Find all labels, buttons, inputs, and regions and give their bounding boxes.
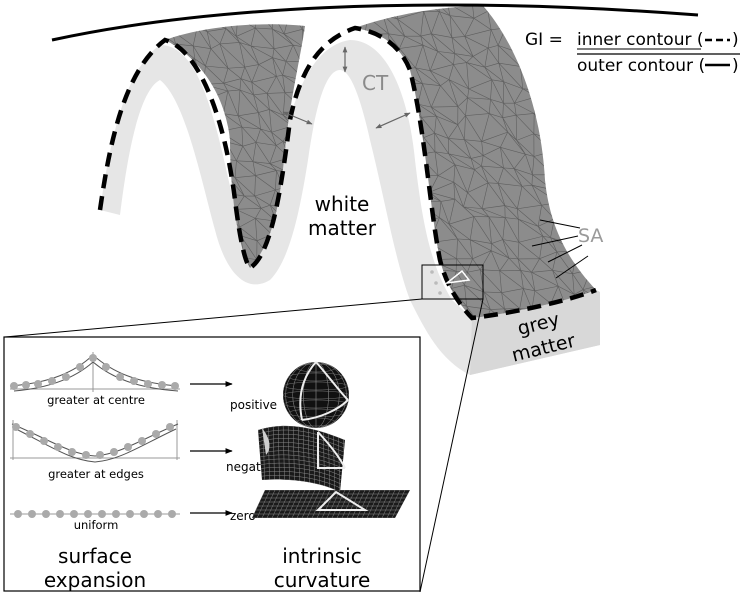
inset-panel: greater at centre greater at edges unifo… bbox=[3, 336, 421, 592]
white-matter-label-line1: white bbox=[315, 192, 370, 216]
gyrification-index-formula: GI = inner contour ( ) outer contour ( ) bbox=[525, 30, 740, 76]
zero-curvature-plane bbox=[252, 490, 410, 518]
white-matter-label-line2: matter bbox=[308, 216, 377, 240]
zoom-region-box bbox=[4, 264, 484, 592]
negative-curvature-saddle bbox=[258, 425, 346, 492]
ct-label: CT bbox=[362, 71, 389, 95]
formula-lhs: GI = bbox=[525, 30, 563, 50]
formula-denominator-close: ) bbox=[732, 56, 739, 76]
caption-greater-at-edges: greater at edges bbox=[48, 467, 144, 481]
expansion-uniform-sketch bbox=[10, 510, 180, 518]
outer-contour-line bbox=[51, 3, 699, 42]
cortical-thickness-arrows bbox=[282, 46, 411, 129]
curvature-positive-label: positive bbox=[230, 398, 277, 412]
curvature-zero-label: zero bbox=[230, 509, 256, 523]
formula-numerator: inner contour ( bbox=[577, 30, 704, 50]
expansion-centre-sketch bbox=[9, 352, 180, 392]
formula-denominator: outer contour ( bbox=[577, 56, 705, 76]
intrinsic-curvature-title-line2: curvature bbox=[274, 568, 371, 592]
positive-curvature-sphere bbox=[283, 361, 349, 428]
expansion-edges-sketch bbox=[10, 420, 180, 463]
surface-expansion-title-line1: surface bbox=[58, 544, 132, 568]
formula-numerator-close: ) bbox=[732, 30, 739, 50]
intrinsic-curvature-title-line1: intrinsic bbox=[282, 544, 362, 568]
caption-uniform: uniform bbox=[74, 518, 119, 532]
sa-label: SA bbox=[578, 225, 603, 247]
surface-area-pointer-lines bbox=[531, 219, 589, 279]
caption-greater-at-centre: greater at centre bbox=[47, 393, 145, 407]
surface-expansion-title-line2: expansion bbox=[44, 568, 146, 592]
